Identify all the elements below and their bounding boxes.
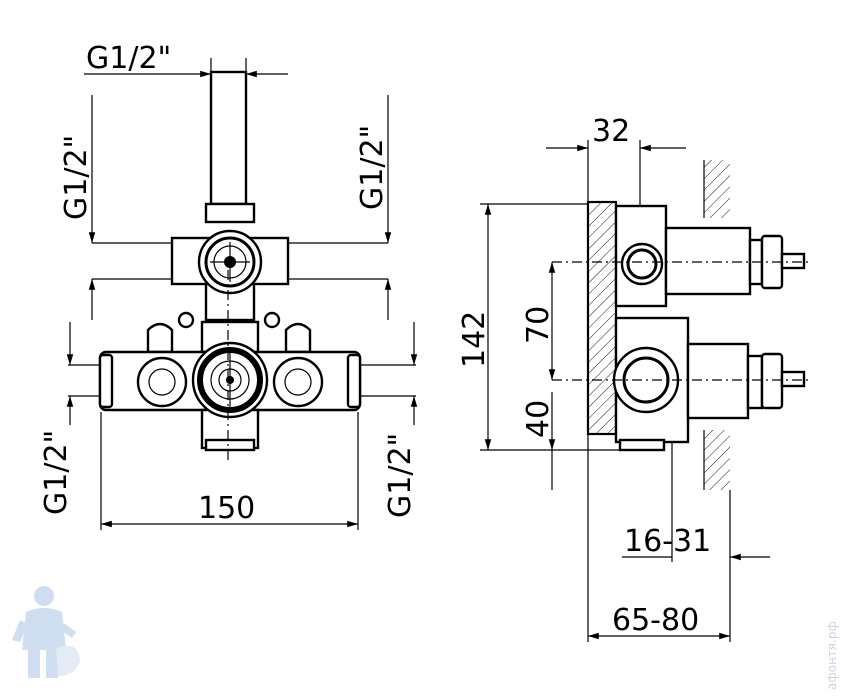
label-offset-40: 40 <box>521 400 556 438</box>
right-valve-core <box>284 368 312 396</box>
lower-stem-hex <box>760 352 784 410</box>
top-pipe <box>209 70 248 206</box>
label-thread-right-lower: G1/2" <box>383 433 418 518</box>
upper-spindle <box>780 252 806 270</box>
front-dimensions: G1/2" G1/2" G1/2" G1/2" G1/2" 150 <box>39 41 418 530</box>
label-width-150: 150 <box>198 491 255 526</box>
watermark: афонтя.рф <box>825 621 839 690</box>
side-view <box>552 160 812 490</box>
lower-bottom-cap <box>618 438 666 452</box>
body-bottom-cap <box>204 438 256 452</box>
screw-right <box>263 311 281 329</box>
front-view <box>68 70 416 460</box>
lower-nut <box>746 354 764 410</box>
upper-cartridge <box>664 226 752 296</box>
label-range-16-31: 16-31 <box>624 524 711 559</box>
label-spacing-70: 70 <box>521 306 556 344</box>
right-port <box>346 353 362 409</box>
label-thread-left-lower: G1/2" <box>39 430 74 515</box>
label-thread-top: G1/2" <box>86 41 171 76</box>
screw-left <box>177 311 195 329</box>
wall-hatch-bottom <box>704 430 730 490</box>
left-port <box>98 353 114 409</box>
left-valve-core <box>148 368 176 396</box>
right-valve-ring <box>272 356 324 408</box>
lower-cartridge <box>686 342 750 420</box>
upper-block-top <box>204 202 256 224</box>
mount-lug-left <box>146 322 174 354</box>
upper-valve-inner <box>204 236 256 288</box>
mount-lug-right <box>284 322 312 354</box>
wall-hatch-top <box>704 160 730 218</box>
plumber-logo <box>12 586 80 678</box>
label-thread-left-upper: G1/2" <box>59 135 94 220</box>
lower-spindle <box>780 370 806 388</box>
label-height-142: 142 <box>457 311 492 368</box>
label-depth-32: 32 <box>592 114 630 149</box>
wall-plate <box>586 200 618 436</box>
label-thread-right-upper: G1/2" <box>355 125 390 210</box>
side-dimensions: 32 142 70 40 16-31 65-80 <box>457 114 770 642</box>
label-range-65-80: 65-80 <box>612 603 699 638</box>
left-valve-ring <box>136 356 188 408</box>
